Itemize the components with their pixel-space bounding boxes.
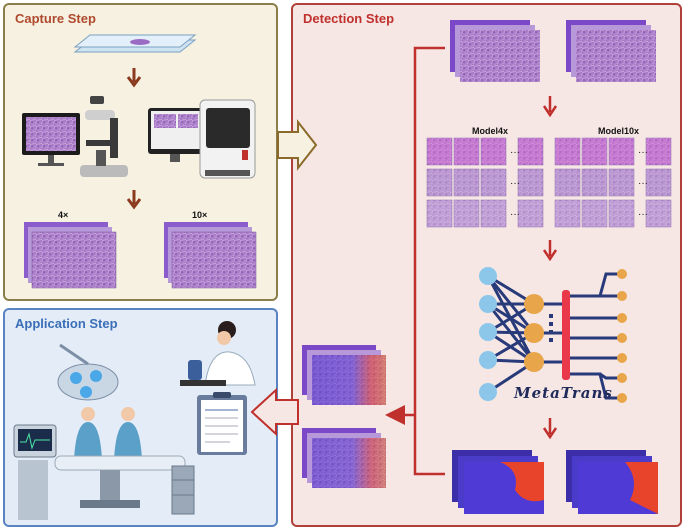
ellipsis-icon: ··· <box>510 178 520 189</box>
magnification-10x-label: 10× <box>192 210 208 220</box>
application-step-title: Application Step <box>15 316 118 331</box>
input-node <box>479 383 497 401</box>
pathologist-icon <box>180 321 256 386</box>
network-dot <box>549 330 553 334</box>
patch-texture <box>646 169 671 196</box>
output-node <box>617 373 627 383</box>
detection-step-title: Detection Step <box>303 11 395 26</box>
detection-flow-line <box>385 46 445 476</box>
magnification-4x-label: 4× <box>58 210 69 220</box>
hidden-node <box>524 294 544 314</box>
input-node <box>479 267 497 285</box>
patch-texture <box>518 200 543 227</box>
down-arrow-icon <box>542 418 558 440</box>
patch-texture <box>646 138 671 165</box>
ellipsis-icon: ··· <box>638 209 648 220</box>
ellipsis-icon: ··· <box>638 147 648 158</box>
tissue-slides-10x <box>164 222 257 289</box>
input-node <box>479 351 497 369</box>
metatrans-network-diagram <box>479 267 627 403</box>
output-node <box>617 333 627 343</box>
patch-texture <box>518 169 543 196</box>
network-dot <box>549 322 553 326</box>
patch-texture <box>555 200 580 227</box>
patch-texture <box>609 200 634 227</box>
microscope-icon <box>80 96 128 177</box>
down-arrow-icon <box>126 68 142 88</box>
capture-to-detection-arrow <box>277 119 318 171</box>
patch-texture <box>518 138 543 165</box>
output-node <box>617 269 627 279</box>
detection-to-application-arrow <box>250 387 299 437</box>
model4x-label: Model4x <box>472 126 509 136</box>
patch-texture <box>582 169 607 196</box>
patch-grid-model4x: ··· ··· ··· <box>426 137 544 228</box>
input-node <box>479 323 497 341</box>
output-node <box>617 313 627 323</box>
input-node <box>479 295 497 313</box>
overlay-slides <box>302 345 386 488</box>
patch-texture <box>427 169 452 196</box>
surgical-lamp-icon <box>57 343 119 401</box>
network-bottleneck-bar <box>562 290 570 380</box>
patch-texture <box>481 200 506 227</box>
patch-texture <box>555 169 580 196</box>
ellipsis-icon: ··· <box>638 178 648 189</box>
patch-texture <box>582 200 607 227</box>
network-dot <box>549 338 553 342</box>
down-arrow-icon <box>126 190 142 210</box>
patch-texture <box>454 200 479 227</box>
model10x-label: Model10x <box>598 126 640 136</box>
report-clipboard-icon <box>197 392 247 455</box>
down-arrow-icon <box>542 240 558 262</box>
slide-scanner-icon <box>148 99 256 179</box>
patch-texture <box>646 200 671 227</box>
input-slides-group <box>450 20 656 82</box>
patch-texture <box>427 138 452 165</box>
hidden-node <box>524 323 544 343</box>
down-arrow-icon <box>542 96 558 118</box>
output-node <box>617 353 627 363</box>
microscope-monitor-icon <box>22 113 80 166</box>
capture-step-title: Capture Step <box>15 11 96 26</box>
ellipsis-icon: ··· <box>510 147 520 158</box>
output-node <box>617 393 627 403</box>
surgeons-icon <box>74 407 142 460</box>
ellipsis-icon: ··· <box>510 209 520 220</box>
patch-texture <box>555 138 580 165</box>
patch-texture <box>481 138 506 165</box>
instrument-cart-icon <box>171 465 195 515</box>
patch-texture <box>609 169 634 196</box>
patch-texture <box>427 200 452 227</box>
patch-texture <box>609 138 634 165</box>
network-edge <box>566 372 622 400</box>
patch-texture <box>454 138 479 165</box>
patch-grid-model10x: ··· ··· ··· <box>554 137 672 228</box>
tissue-slides-4x <box>24 222 117 289</box>
patch-texture <box>582 138 607 165</box>
glass-slides-icon <box>73 34 197 53</box>
patient-monitor-icon <box>13 424 57 520</box>
network-edge <box>566 272 622 298</box>
output-node <box>617 291 627 301</box>
operating-table-icon <box>54 455 186 508</box>
output-heatmaps <box>452 450 658 514</box>
patch-texture <box>454 169 479 196</box>
patch-texture <box>481 169 506 196</box>
network-dot <box>549 314 553 318</box>
metatrans-label: MetaTrans <box>514 384 613 402</box>
hidden-node <box>524 352 544 372</box>
